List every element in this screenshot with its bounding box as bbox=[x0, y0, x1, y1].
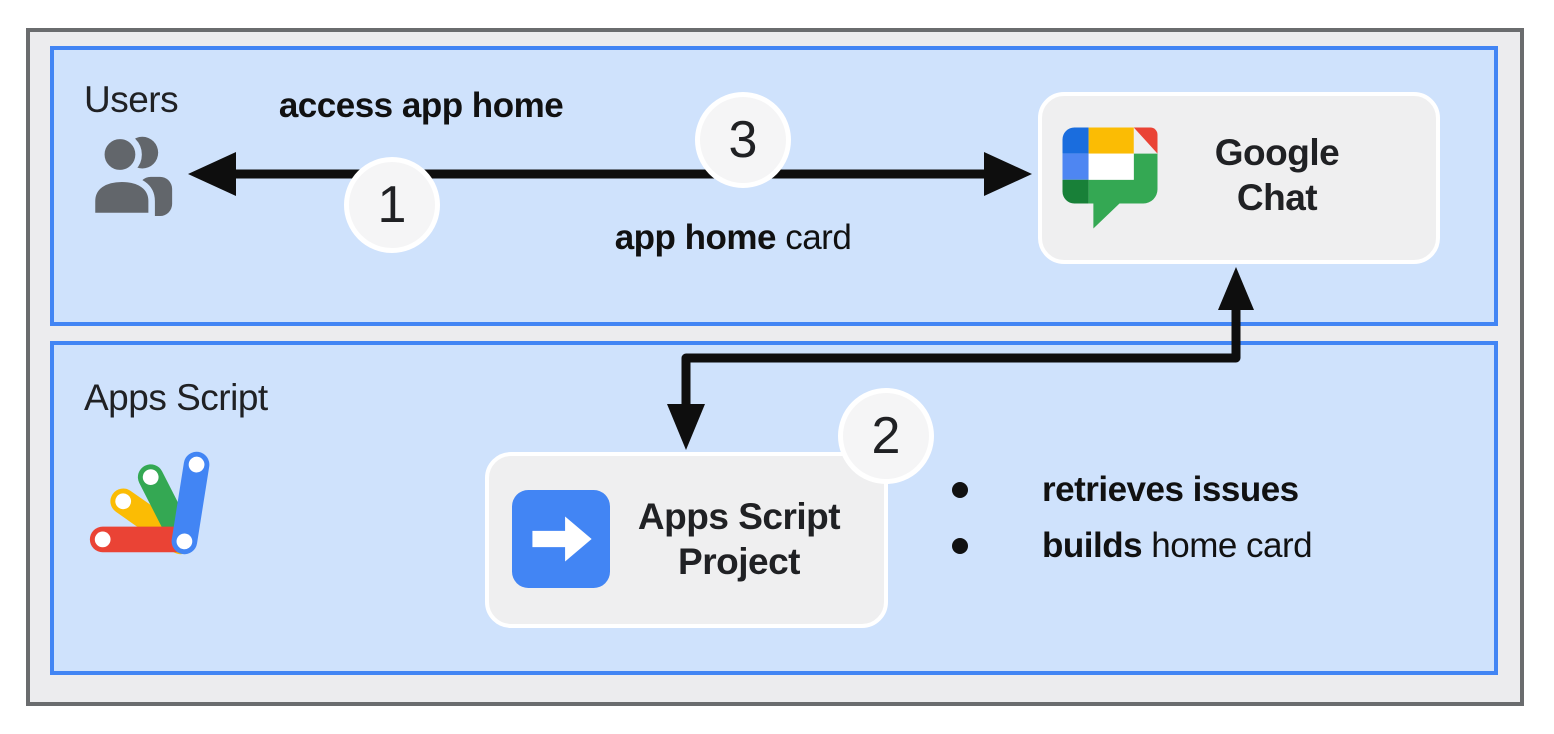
google-chat-logo-svg bbox=[1062, 127, 1158, 229]
apps-script-logo-svg bbox=[89, 451, 210, 555]
google-chat-title-line1: Google bbox=[1214, 132, 1340, 173]
chat-white-center bbox=[1088, 153, 1134, 180]
front-user-body bbox=[88, 175, 155, 220]
arrow-right-icon bbox=[512, 490, 610, 593]
apps-script-project-title: Apps Script Project bbox=[617, 494, 861, 584]
google-chat-node: Google Chat bbox=[1038, 92, 1440, 264]
users-icon-svg bbox=[88, 132, 173, 220]
bullet-text: retrieves issues bbox=[1042, 470, 1299, 510]
google-chat-logo bbox=[1053, 118, 1167, 237]
apps-script-section-label: Apps Script bbox=[84, 377, 268, 418]
chat-yellow bbox=[1088, 127, 1134, 154]
bullet-dot-icon bbox=[952, 482, 968, 498]
step-badge-3: 3 bbox=[695, 92, 791, 188]
google-chat-title: Google Chat bbox=[1162, 130, 1392, 220]
step-badge-1: 1 bbox=[344, 157, 440, 253]
bullet-item: builds home card bbox=[952, 518, 1313, 574]
bullet-item: retrieves issues bbox=[952, 462, 1312, 518]
edge-label-home-card: app home card bbox=[538, 218, 928, 258]
chat-dark-green bbox=[1062, 179, 1089, 204]
users-icon bbox=[86, 132, 180, 221]
project-icon-arrow bbox=[532, 516, 592, 562]
edge-label-access: access app home bbox=[226, 86, 616, 126]
apps-script-project-title-line1: Apps Script bbox=[637, 496, 841, 537]
apps-script-logo bbox=[82, 448, 210, 563]
edge-label-access-bold: access app home bbox=[278, 86, 564, 125]
bullet-dot-icon bbox=[952, 538, 968, 554]
blue-bar bbox=[171, 451, 210, 555]
arrow-right-icon-svg bbox=[512, 490, 610, 588]
bullet-text: builds home card bbox=[1042, 526, 1313, 566]
chat-light-blue bbox=[1062, 153, 1089, 180]
front-user-head bbox=[98, 132, 142, 177]
apps-script-project-node: Apps Script Project bbox=[485, 452, 888, 628]
apps-script-project-title-line2: Project bbox=[678, 541, 800, 582]
chat-green-bubble bbox=[1088, 153, 1158, 229]
red-bar bbox=[89, 526, 194, 553]
edge-label-home-card-bold: app home bbox=[614, 218, 777, 257]
step-badge-2: 2 bbox=[838, 388, 934, 484]
bullet-1-bold: retrieves issues bbox=[1042, 470, 1299, 509]
chat-red-fold bbox=[1133, 127, 1158, 154]
bullet-2-bold: builds bbox=[1042, 526, 1143, 565]
edge-label-home-card-rest: card bbox=[775, 218, 852, 257]
users-section-label: Users bbox=[84, 79, 179, 120]
chat-dark-blue bbox=[1062, 127, 1089, 154]
google-chat-title-line2: Chat bbox=[1236, 177, 1318, 218]
bullet-list: retrieves issues builds home card bbox=[952, 462, 1313, 574]
bullet-2-rest: home card bbox=[1142, 526, 1313, 565]
